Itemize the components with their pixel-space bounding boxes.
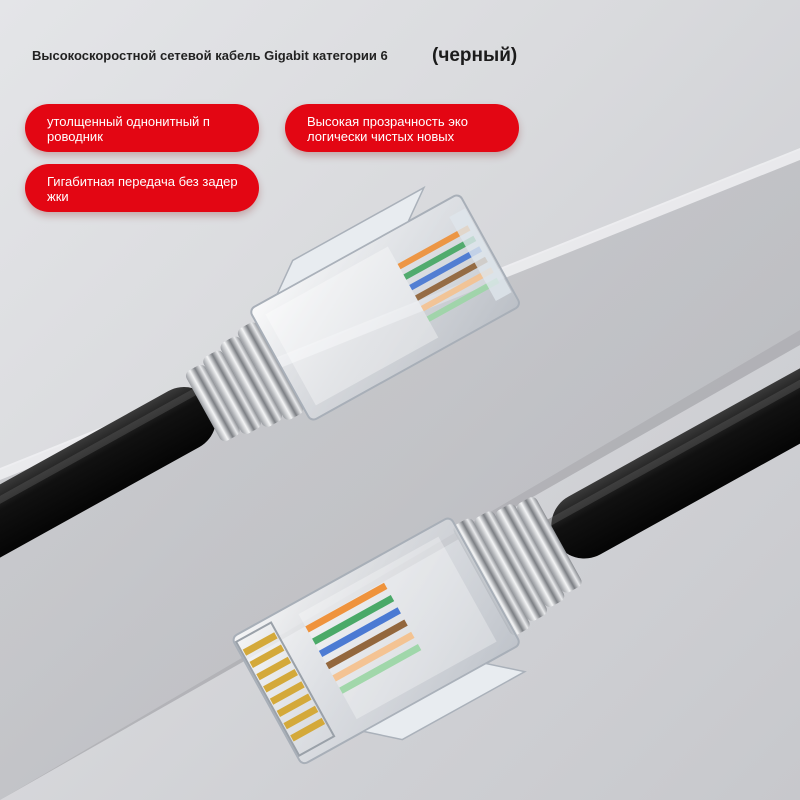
upper-cable-sheen [0, 384, 205, 551]
feature-badge-text: утолщенный однонитный п роводник [47, 114, 210, 144]
lower-rj45-plug [232, 517, 527, 765]
gold-contact-pins [242, 632, 326, 742]
lower-cable-sheen [544, 356, 800, 528]
upper-strain-relief [185, 322, 304, 442]
product-title: Высокоскоростной сетевой кабель Gigabit … [32, 48, 388, 63]
feature-badge-transparency: Высокая прозрачность эко логически чисты… [285, 104, 519, 152]
product-color-label: (черный) [432, 45, 518, 66]
lower-cable [232, 356, 800, 765]
upper-cable [0, 185, 520, 580]
lower-wire-pairs [305, 582, 422, 694]
feature-badge-text: Высокая прозрачность эко логически чисты… [307, 114, 468, 144]
lower-strain-relief [453, 497, 582, 636]
upper-wire-pairs [397, 225, 500, 322]
feature-badge-gigabit: Гигабитная передача без задер жки [25, 164, 259, 212]
upper-rj45-plug [250, 185, 520, 421]
feature-badge-conductor: утолщенный однонитный п роводник [25, 104, 259, 152]
upper-cable-jacket [0, 387, 216, 580]
lower-cable-jacket [551, 359, 800, 559]
surface-band [0, 150, 800, 800]
feature-badge-text: Гигабитная передача без задер жки [47, 174, 238, 204]
